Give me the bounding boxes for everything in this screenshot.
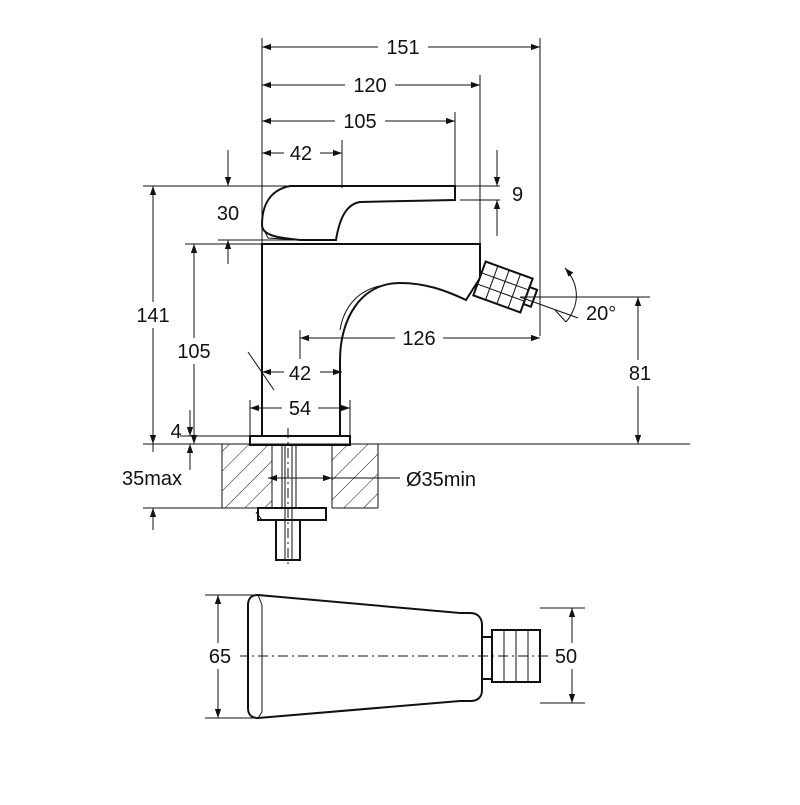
dim-42-handle: 42 <box>262 140 342 166</box>
countertop-section <box>221 444 379 509</box>
faucet-body <box>261 243 481 437</box>
dim-81-label: 81 <box>629 363 651 385</box>
dim-4-label: 4 <box>170 421 181 443</box>
dim-126-label: 126 <box>402 328 435 350</box>
top-view: 65 50 <box>200 593 592 720</box>
top-view-nozzle <box>481 629 541 683</box>
dim-35max-label: 35max <box>122 468 182 490</box>
dim-20-degrees-label: 20° <box>586 303 616 325</box>
dim-4: 4 <box>170 410 194 470</box>
dim-50: 50 <box>552 608 592 703</box>
dim-65: 65 <box>200 595 240 718</box>
bidet-nozzle <box>472 260 539 314</box>
dim-151: 151 <box>262 34 540 60</box>
dim-126: 126 <box>300 325 540 351</box>
dim-105-body: 105 <box>174 244 216 444</box>
dim-30-label: 30 <box>217 203 239 225</box>
dim-81: 81 <box>620 297 660 444</box>
dim-42-inner-label: 42 <box>289 363 311 385</box>
dim-50-label: 50 <box>555 646 577 668</box>
dim-35max: 35max <box>122 444 182 530</box>
dim-42-handle-label: 42 <box>290 143 312 165</box>
dim-120-label: 120 <box>353 75 386 97</box>
dim-54-label: 54 <box>289 398 311 420</box>
dim-54: 54 <box>250 395 350 421</box>
dim-42-inner: 42 <box>247 351 342 391</box>
dim-20-degrees: 20° <box>519 267 616 325</box>
dim-9: 9 <box>493 150 523 236</box>
dim-hole-diameter: Ø35min <box>268 469 476 491</box>
side-view: 151 120 105 42 126 42 <box>122 34 690 565</box>
dim-105-top-label: 105 <box>343 111 376 133</box>
dim-65-label: 65 <box>209 646 231 668</box>
dim-105-top: 105 <box>262 108 455 134</box>
dim-120: 120 <box>262 72 480 98</box>
dim-151-label: 151 <box>386 37 419 59</box>
dim-30: 30 <box>217 150 239 264</box>
dim-141: 141 <box>134 186 172 444</box>
lever-handle <box>260 185 456 241</box>
dim-hole-diameter-label: Ø35min <box>406 469 476 491</box>
dim-9-label: 9 <box>512 184 523 206</box>
dim-141-label: 141 <box>136 305 169 327</box>
dim-105-body-label: 105 <box>177 341 210 363</box>
